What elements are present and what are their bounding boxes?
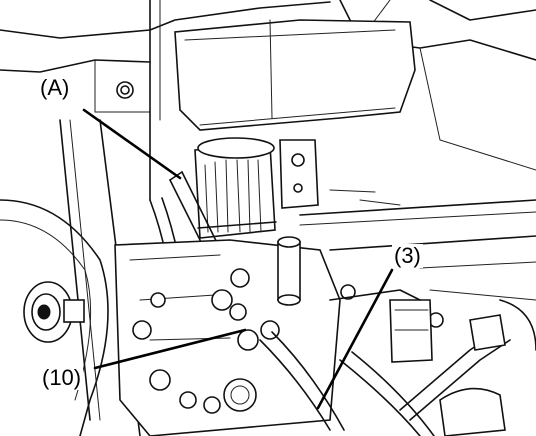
leader-a	[82, 108, 182, 180]
right-components	[329, 189, 433, 363]
callout-a: (A)	[38, 75, 72, 100]
filter-cap	[194, 137, 277, 239]
leader-3	[316, 268, 394, 410]
reservoir-cover	[174, 19, 416, 131]
shaft	[277, 236, 301, 306]
mount-bracket	[116, 81, 444, 328]
return-hoses	[259, 299, 536, 436]
pump-body	[114, 239, 341, 436]
callout-10: (10)	[40, 365, 84, 390]
adjust-knob	[23, 281, 85, 343]
leader-lines	[82, 108, 394, 410]
callout-3: (3)	[392, 243, 423, 268]
leader-10	[93, 328, 247, 370]
